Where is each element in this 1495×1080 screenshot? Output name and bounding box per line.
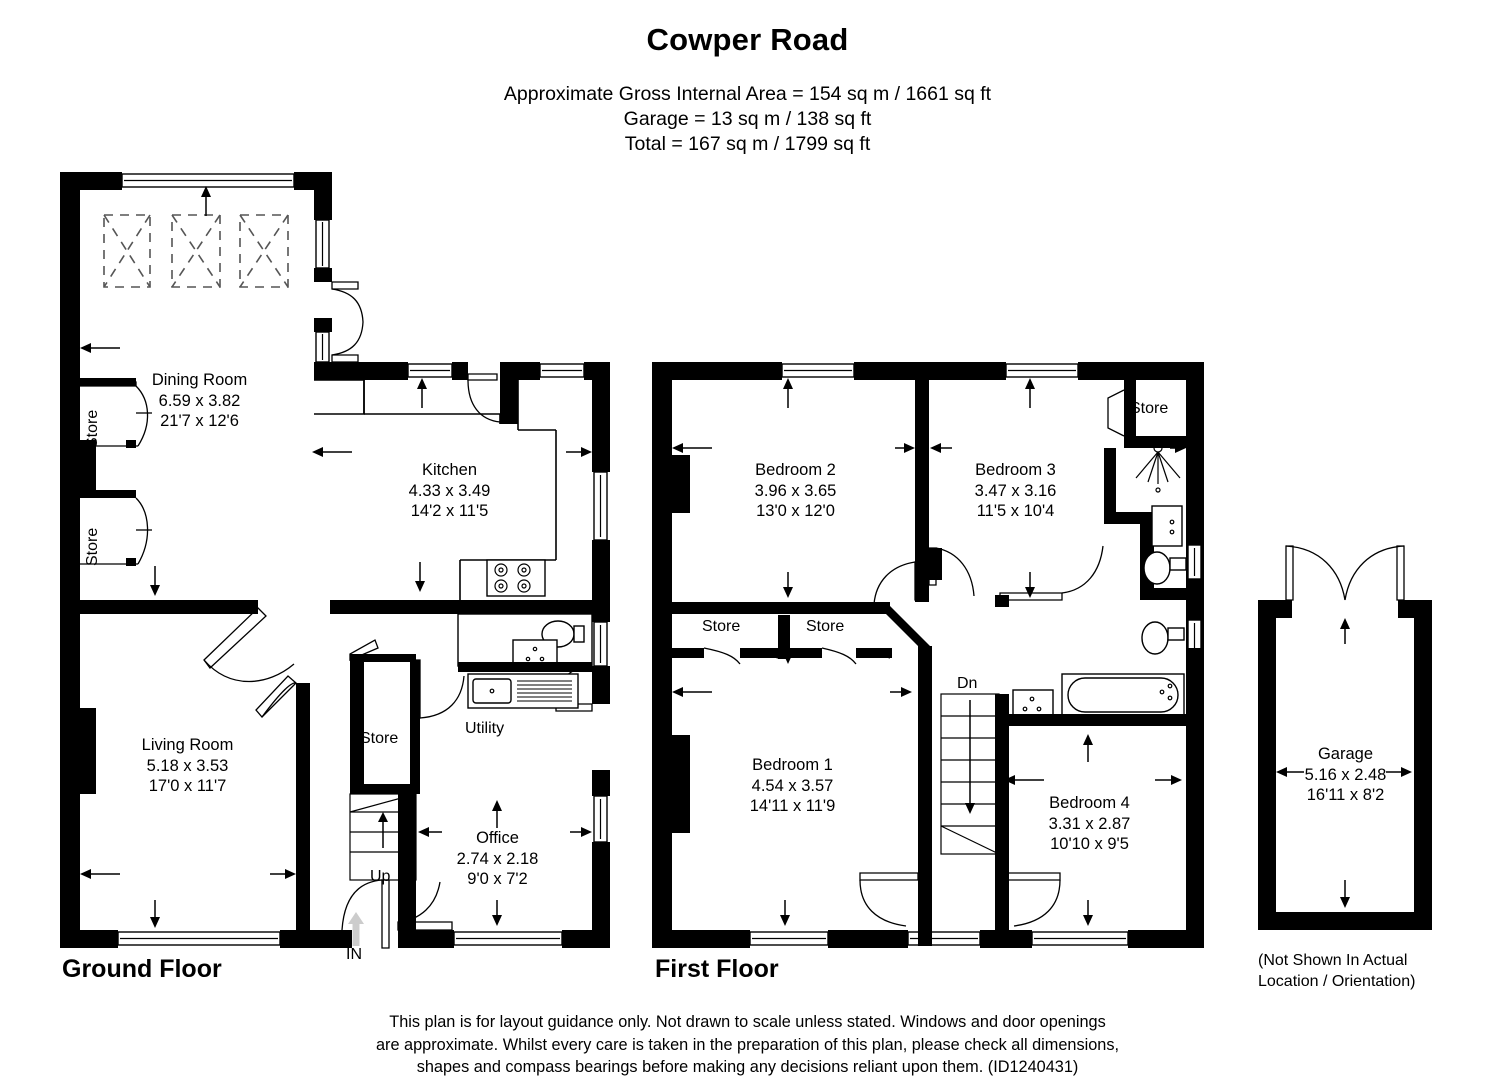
room-name: Bedroom 2 (755, 461, 836, 479)
utility-sink-icon (467, 673, 579, 709)
first-stairs (940, 693, 1000, 855)
room-label-bedroom-1: Bedroom 1 4.54 x 3.57 14'11 x 11'9 (710, 755, 875, 817)
store-label-ground-hall: Store (360, 730, 399, 747)
stairs-label-dn: Dn (957, 675, 978, 692)
store-label-first-bedroom3: Store (1130, 400, 1169, 417)
room-label-garage: Garage 5.16 x 2.48 16'11 x 8'2 (1268, 744, 1423, 806)
bathroom-fixtures (1012, 621, 1185, 717)
room-name: Garage (1317, 745, 1374, 763)
room-label-bedroom-4: Bedroom 4 3.31 x 2.87 10'10 x 9'5 (1012, 793, 1167, 855)
room-imperial: 9'0 x 7'2 (467, 870, 528, 888)
shower-icon (1135, 443, 1181, 493)
room-metric: 3.47 x 3.16 (974, 481, 1057, 500)
room-name: Dining Room (151, 371, 248, 389)
room-label-bedroom-2: Bedroom 2 3.96 x 3.65 13'0 x 12'0 (718, 460, 873, 522)
dimension-arrows-garage (1276, 618, 1412, 908)
room-name: Bedroom 3 (975, 461, 1056, 479)
first-floor-label: First Floor (655, 955, 779, 983)
room-imperial: 13'0 x 12'0 (756, 502, 835, 520)
room-label-utility: Utility (465, 720, 505, 737)
room-label-dining-room: Dining Room 6.59 x 3.82 21'7 x 12'6 (122, 370, 277, 432)
footer-line-2: are approximate. Whilst every care is ta… (376, 1035, 1119, 1054)
room-imperial: 10'10 x 9'5 (1050, 835, 1129, 853)
ground-floor-label: Ground Floor (62, 955, 222, 983)
store-label-ground-upper: Store (84, 409, 101, 448)
room-name: Bedroom 1 (752, 756, 833, 774)
room-name: Living Room (141, 736, 234, 754)
room-metric: 3.31 x 2.87 (1048, 814, 1131, 833)
room-imperial: 11'5 x 10'4 (976, 502, 1055, 520)
room-imperial: 21'7 x 12'6 (160, 412, 239, 430)
entrance-arrow-icon (348, 912, 364, 946)
store-label-first-left: Store (702, 618, 741, 635)
dimension-arrows-ground (80, 186, 592, 928)
room-imperial: 16'11 x 8'2 (1306, 786, 1385, 804)
room-label-bedroom-3: Bedroom 3 3.47 x 3.16 11'5 x 10'4 (938, 460, 1093, 522)
ensuite-fixtures (1143, 505, 1187, 585)
dimension-arrows-first (672, 378, 1186, 926)
room-label-living-room: Living Room 5.18 x 3.53 17'0 x 11'7 (110, 735, 265, 797)
room-metric: 5.16 x 2.48 (1304, 765, 1387, 784)
disclaimer-footer: This plan is for layout guidance only. N… (0, 1011, 1495, 1079)
footer-line-1: This plan is for layout guidance only. N… (389, 1013, 1106, 1031)
garage-note-line1: (Not Shown In Actual (1258, 952, 1408, 969)
stairs-label-up: Up (370, 868, 391, 885)
area-summary: Approximate Gross Internal Area = 154 sq… (0, 82, 1495, 157)
area-line-total: Total = 167 sq m / 1799 sq ft (624, 133, 871, 155)
garage-location-note: (Not Shown In Actual Location / Orientat… (1258, 950, 1415, 992)
room-imperial: 14'2 x 11'5 (410, 502, 489, 520)
skylights (103, 214, 289, 288)
room-metric: 6.59 x 3.82 (158, 391, 241, 410)
area-line-garage: Garage = 13 sq m / 138 sq ft (623, 108, 872, 130)
room-metric: 4.54 x 3.57 (751, 776, 834, 795)
room-name: Bedroom 4 (1049, 794, 1130, 812)
footer-line-3: shapes and compass bearings before makin… (416, 1058, 1079, 1076)
room-imperial: 14'11 x 11'9 (749, 797, 836, 815)
garage-note-line2: Location / Orientation) (1258, 973, 1416, 990)
wc-fixtures (457, 613, 593, 667)
room-name: Kitchen (421, 461, 478, 479)
room-metric: 2.74 x 2.18 (456, 849, 539, 868)
entrance-label-in: IN (346, 946, 362, 963)
page-title: Cowper Road (646, 22, 849, 57)
hob-icon (486, 559, 546, 597)
area-line-gross: Approximate Gross Internal Area = 154 sq… (503, 83, 992, 105)
room-metric: 4.33 x 3.49 (408, 481, 491, 500)
room-imperial: 17'0 x 11'7 (148, 777, 227, 795)
room-label-office: Office 2.74 x 2.18 9'0 x 7'2 (420, 828, 575, 890)
store-label-first-right: Store (806, 618, 845, 635)
room-metric: 3.96 x 3.65 (754, 481, 837, 500)
store-label-ground-lower: Store (84, 527, 101, 566)
room-label-kitchen: Kitchen 4.33 x 3.49 14'2 x 11'5 (372, 460, 527, 522)
room-metric: 5.18 x 3.53 (146, 756, 229, 775)
room-name: Office (476, 829, 519, 847)
